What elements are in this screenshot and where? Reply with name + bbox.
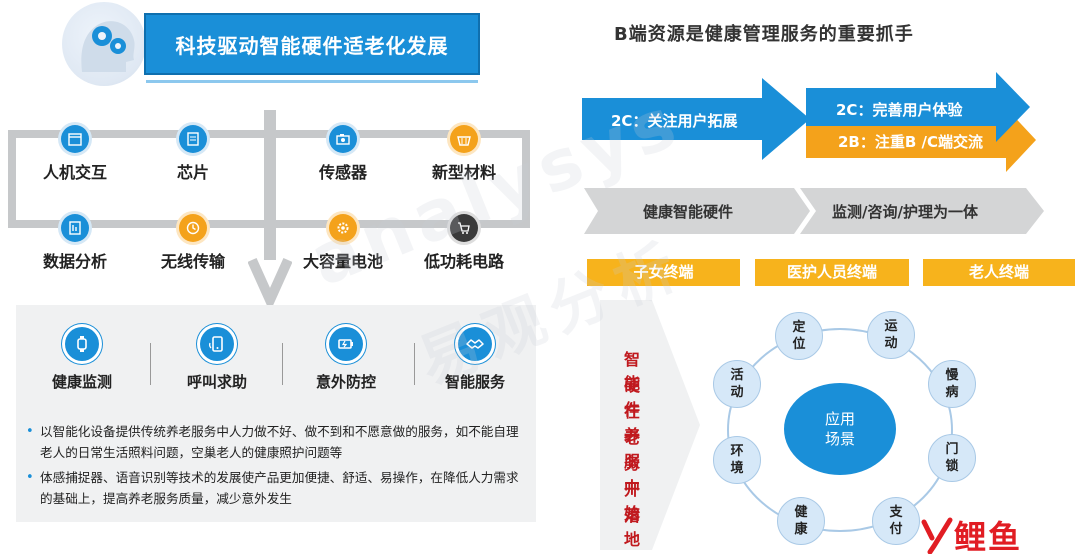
frame-left-bottom-h (8, 220, 266, 228)
tech-item-material: 新型材料 (416, 125, 512, 183)
blue-arrow-2c-improve (806, 72, 1030, 142)
blue-arrow-2c-focus (582, 78, 810, 160)
liyu-logo-text: 鲤鱼 (954, 518, 1023, 555)
header-title: 科技驱动智能硬件适老化发展 (175, 34, 449, 58)
liyu-logo-mark-icon (921, 517, 953, 554)
scenario-node-environment: 环境 (713, 436, 761, 484)
header-title-box: 科技驱动智能硬件适老化发展 (144, 13, 480, 83)
tech-item-chip: 芯片 (145, 125, 241, 183)
arrow-2b-label: 2B：注重B /C端交流 (838, 133, 984, 151)
vertical-text-line: 智能 (623, 350, 640, 393)
tech-item-data-analysis: 数据分析 (27, 214, 123, 272)
tech-item-battery: 大容量电池 (295, 214, 391, 272)
vertical-text-line: 落地 (623, 506, 640, 549)
frame-left-top (8, 130, 16, 228)
brain-gear-icon (62, 2, 146, 86)
service-divider (150, 343, 151, 385)
service-divider (282, 343, 283, 385)
gear-icon (329, 214, 357, 242)
vertical-text-line: 硬件 (623, 376, 640, 419)
terminal-children: 子女终端 (587, 259, 740, 286)
calendar-icon (61, 125, 89, 153)
scenario-node-chronic-disease: 慢病 (928, 360, 976, 408)
arrow-2c-focus-label: 2C：关注用户拓展 (611, 112, 738, 130)
grey-band-smart-hardware: 健康智能硬件 (643, 203, 734, 221)
scenario-ring (727, 328, 953, 532)
frame-right-top-h (274, 130, 530, 138)
service-divider (414, 343, 415, 385)
frame-left-top-h (8, 130, 266, 138)
basket-icon (450, 125, 478, 153)
services-panel: 健康监测 呼叫求助 意外防控 智能服务 • 以智能化设备提供传统养老服务中人力做… (16, 305, 536, 522)
frame-right-side (522, 130, 530, 228)
down-arrow-icon (248, 110, 292, 306)
phone-icon (200, 327, 234, 361)
arrow-2c-improve-label: 2C：完善用户体验 (836, 101, 963, 119)
report-icon (61, 214, 89, 242)
service-health-monitor: 健康监测 (22, 327, 142, 392)
vertical-text-line: 老服 (623, 428, 640, 471)
vertical-text-line: 在养 (623, 402, 640, 445)
chip-icon (179, 125, 207, 153)
tech-item-hci: 人机交互 (27, 125, 123, 183)
frame-right-bottom-h (274, 220, 530, 228)
vertical-text-line: 开始 (623, 480, 640, 523)
bullet-item: • 体感捕捉器、语音识别等技术的发展使产品更加便捷、舒适、易操作，在降低人力需求… (26, 467, 531, 509)
grey-chevron-band (584, 188, 1044, 234)
right-panel-title: B端资源是健康管理服务的重要抓手 (614, 24, 914, 45)
scenario-node-door-lock: 门锁 (928, 434, 976, 482)
tech-item-wireless: 无线传输 (145, 214, 241, 272)
service-accident-prevention: 意外防控 (286, 327, 406, 392)
tech-item-low-power: 低功耗电路 (416, 214, 512, 272)
camera-sensor-icon (329, 125, 357, 153)
bullet-dot: • (26, 470, 34, 485)
tech-item-sensor: 传感器 (295, 125, 391, 183)
cart-icon (450, 214, 478, 242)
scenario-node-payment: 支付 (872, 497, 920, 545)
service-emergency-call: 呼叫求助 (157, 327, 277, 392)
terminal-elderly: 老人终端 (923, 259, 1075, 286)
bullet-dot: • (26, 424, 34, 439)
scenario-node-health: 健康 (777, 497, 825, 545)
grey-band-monitor-consult-care: 监测/咨询/护理为一体 (832, 203, 978, 221)
bullet-item: • 以智能化设备提供传统养老服务中人力做不好、做不到和不愿意做的服务，如不能自理… (26, 421, 531, 463)
grey-side-chevron (600, 300, 700, 550)
smartwatch-icon (65, 327, 99, 361)
liyu-logo: 鲤鱼 (920, 510, 1070, 555)
application-scenario-center: 应用 场景 (784, 383, 896, 475)
terminal-medical-staff: 医护人员终端 (755, 259, 909, 286)
handshake-icon (458, 327, 492, 361)
vertical-text-line: 务中 (623, 454, 640, 497)
scenario-node-exercise: 运动 (867, 311, 915, 359)
clock-icon (179, 214, 207, 242)
service-smart-service: 智能服务 (415, 327, 535, 392)
scenario-node-activity: 活动 (713, 360, 761, 408)
scenario-node-positioning: 定位 (775, 312, 823, 360)
battery-icon (329, 327, 363, 361)
